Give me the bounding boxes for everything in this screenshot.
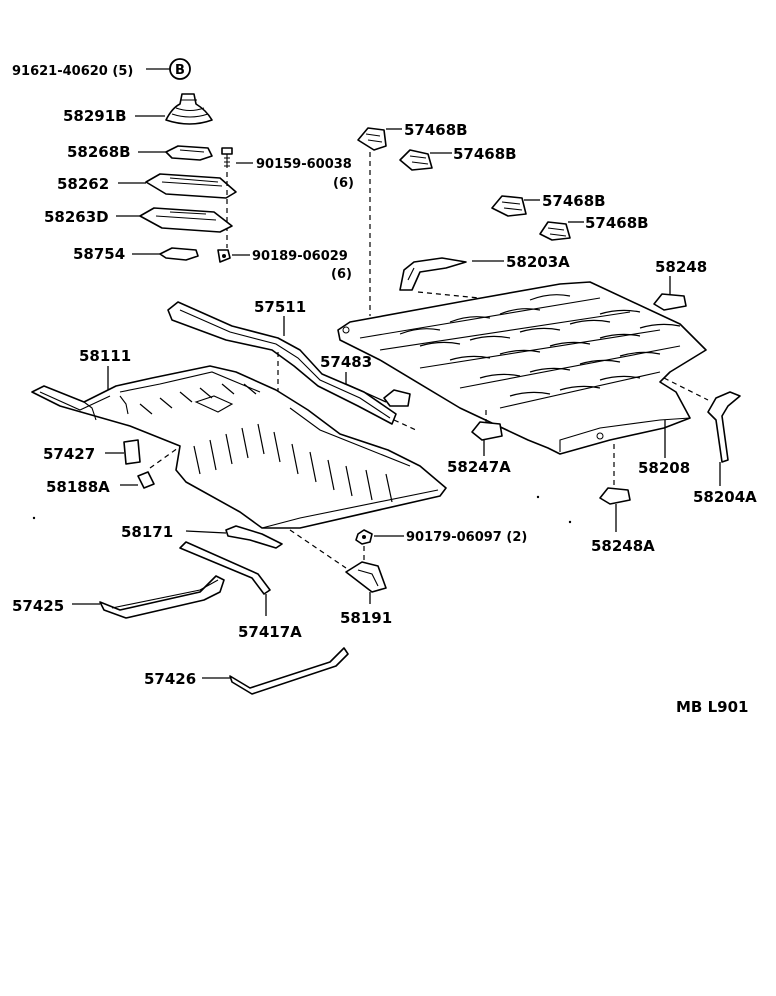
label-90159-qty: (6) <box>333 176 354 191</box>
member-57425 <box>99 575 225 619</box>
front-floor-pan-58111 <box>31 365 447 529</box>
diagram-code: MB L901 <box>676 698 748 716</box>
plate-58188A <box>137 471 155 489</box>
label-57468B-2: 57468B <box>453 145 517 163</box>
assembly-line-58203A <box>417 291 501 301</box>
shift-boot-58291B <box>165 93 213 125</box>
rail-57511 <box>167 301 397 425</box>
nut-90189 <box>217 249 231 263</box>
plate-58754 <box>159 247 199 261</box>
label-57468B-4: 57468B <box>585 214 649 232</box>
label-57426: 57426 <box>144 670 196 688</box>
leader-58171 <box>185 530 227 534</box>
stray-mark <box>568 520 572 524</box>
label-57425: 57425 <box>12 597 64 615</box>
label-58248A: 58248A <box>591 537 655 555</box>
assembly-line-58191 <box>289 529 347 569</box>
plate-58268B <box>165 145 213 161</box>
label-91621-40620: 91621-40620 (5) <box>12 64 133 79</box>
leader-57483-b <box>345 383 387 403</box>
label-90159-60038: 90159-60038 <box>256 157 352 172</box>
bracket-58248A <box>599 487 631 505</box>
label-57427: 57427 <box>43 445 95 463</box>
label-58171: 58171 <box>121 523 173 541</box>
label-58208: 58208 <box>638 459 690 477</box>
stray-mark <box>32 516 36 520</box>
label-58263D: 58263D <box>44 208 109 226</box>
bracket-57483 <box>383 389 411 407</box>
label-58111: 58111 <box>79 347 131 365</box>
bracket-57468B-2 <box>399 149 433 171</box>
pad-57427 <box>123 439 141 465</box>
label-90179-06097: 90179-06097 (2) <box>406 530 527 545</box>
rear-floor-pan-58208 <box>337 281 707 455</box>
assembly-line-57483 <box>393 419 417 431</box>
label-58262: 58262 <box>57 175 109 193</box>
reinforcement-58262 <box>145 173 237 199</box>
label-58291B: 58291B <box>63 107 127 125</box>
bracket-58203A <box>399 257 467 291</box>
label-57468B-3: 57468B <box>542 192 606 210</box>
callout-b-icon: B <box>169 58 191 80</box>
reinforcement-58263D <box>139 207 233 233</box>
label-90189-06029: 90189-06029 <box>252 249 348 264</box>
label-57468B-1: 57468B <box>404 121 468 139</box>
bracket-58191 <box>345 561 387 593</box>
assembly-line-58188A <box>149 447 179 469</box>
bracket-58248 <box>653 293 687 311</box>
label-58204A: 58204A <box>693 488 757 506</box>
label-57511: 57511 <box>254 298 306 316</box>
bracket-57468B-4 <box>539 221 571 241</box>
label-58754: 58754 <box>73 245 125 263</box>
svg-text:B: B <box>175 63 185 78</box>
stray-mark <box>536 495 540 499</box>
assembly-line-58204A <box>663 377 709 401</box>
bolt-90159 <box>221 147 233 168</box>
bracket-58247A <box>471 421 503 441</box>
bracket-57468B-3 <box>491 195 527 217</box>
label-58248: 58248 <box>655 258 707 276</box>
rod-57417A <box>179 541 271 595</box>
nut-90179 <box>355 529 373 545</box>
label-58247A: 58247A <box>447 458 511 476</box>
label-90189-qty: (6) <box>331 267 352 282</box>
member-57426 <box>229 647 349 695</box>
label-57417A: 57417A <box>238 623 302 641</box>
rail-58204A <box>707 391 741 463</box>
label-58203A: 58203A <box>506 253 570 271</box>
label-58191: 58191 <box>340 609 392 627</box>
reinforcement-58171 <box>225 525 283 549</box>
label-57483: 57483 <box>320 353 372 371</box>
label-58188A: 58188A <box>46 478 110 496</box>
bracket-57468B-1 <box>357 127 387 151</box>
label-58268B: 58268B <box>67 143 131 161</box>
